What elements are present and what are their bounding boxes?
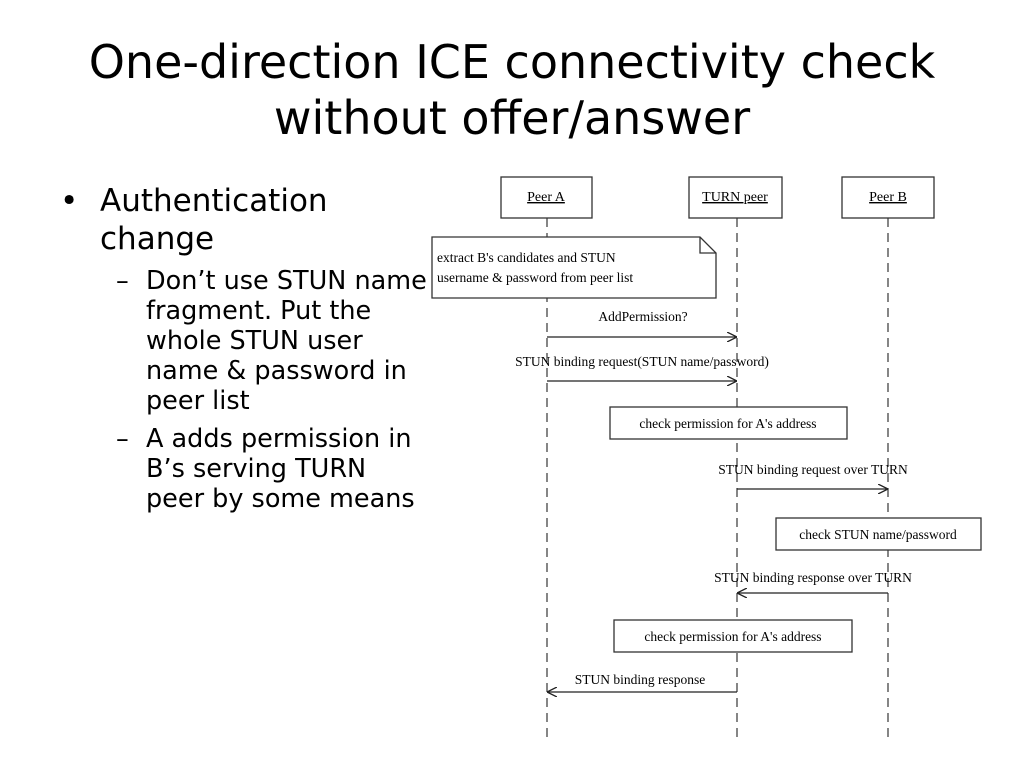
action-check-stun-credentials: check STUN name/password — [775, 517, 982, 551]
message-stun-binding-request: STUN binding request(STUN name/password) — [515, 354, 769, 381]
dash-marker: – — [116, 266, 129, 296]
slide-title: One-direction ICE connectivity check wit… — [0, 34, 1024, 146]
message-add-permission: AddPermission? — [547, 309, 737, 337]
bullet-text: Authentication change — [100, 183, 328, 257]
message-stun-binding-response: STUN binding response — [547, 672, 737, 692]
participant-peer-a: Peer A — [500, 176, 593, 219]
note-line: username & password from peer list — [437, 270, 633, 285]
action-label: check permission for A's address — [644, 629, 821, 644]
action-label: check STUN name/password — [799, 527, 957, 542]
sub-bullet-text: A adds permission in B’s serving TURN pe… — [146, 424, 415, 514]
bullet-list: • Authentication change – Don’t use STUN… — [58, 182, 430, 522]
title-line-2: without offer/answer — [273, 91, 751, 145]
message-label: STUN binding response over TURN — [714, 570, 912, 585]
action-label: check permission for A's address — [639, 416, 816, 431]
note-extract-candidates: extract B's candidates and STUN username… — [431, 236, 717, 299]
title-line-1: One-direction ICE connectivity check — [88, 35, 936, 89]
sub-bullet-item: – Don’t use STUN name fragment. Put the … — [116, 266, 430, 416]
participant-label: Peer B — [869, 190, 907, 205]
action-check-permission: check permission for A's address — [613, 619, 853, 653]
participant-label: TURN peer — [702, 190, 768, 205]
participant-turn-peer: TURN peer — [688, 176, 783, 219]
note-line: extract B's candidates and STUN — [437, 250, 616, 265]
participant-label: Peer A — [527, 190, 566, 205]
dash-marker: – — [116, 424, 129, 454]
message-stun-binding-request-over-turn: STUN binding request over TURN — [718, 462, 908, 489]
participant-peer-b: Peer B — [841, 176, 935, 219]
message-label: AddPermission? — [598, 309, 687, 324]
sub-bullet-text: Don’t use STUN name fragment. Put the wh… — [146, 266, 427, 416]
bullet-marker: • — [60, 183, 79, 219]
message-label: STUN binding response — [575, 672, 706, 687]
message-stun-binding-response-over-turn: STUN binding response over TURN — [714, 570, 912, 593]
action-check-permission: check permission for A's address — [609, 406, 848, 440]
sub-bullet-item: – A adds permission in B’s serving TURN … — [116, 424, 430, 514]
message-label: STUN binding request(STUN name/password) — [515, 354, 769, 369]
sub-bullet-list: – Don’t use STUN name fragment. Put the … — [116, 266, 430, 514]
message-label: STUN binding request over TURN — [718, 462, 908, 477]
bullet-item: • Authentication change — [58, 182, 430, 258]
